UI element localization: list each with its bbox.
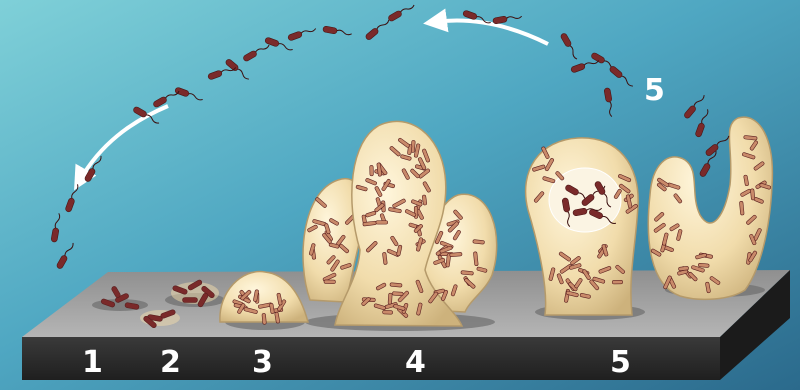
embedded-bacterium bbox=[450, 252, 462, 257]
embedded-bacterium bbox=[678, 266, 688, 271]
stage-label-3: 3 bbox=[252, 345, 273, 380]
stage-label-1: 1 bbox=[82, 345, 103, 380]
stage-label-2: 2 bbox=[160, 345, 181, 380]
embedded-bacterium bbox=[698, 263, 709, 267]
stage-label-5: 5 bbox=[610, 345, 631, 380]
embedded-bacterium bbox=[382, 310, 392, 314]
bacterium bbox=[183, 298, 198, 303]
embedded-bacterium bbox=[376, 221, 388, 225]
embedded-bacterium bbox=[370, 165, 374, 175]
embedded-bacterium bbox=[750, 189, 755, 200]
embedded-bacterium bbox=[390, 283, 402, 288]
dispersal-stage-label: 5 bbox=[644, 73, 665, 108]
embedded-bacterium bbox=[262, 313, 266, 324]
embedded-bacterium bbox=[324, 280, 336, 284]
embedded-bacterium bbox=[388, 293, 392, 304]
stage-label-4: 4 bbox=[405, 345, 426, 380]
embedded-bacterium bbox=[612, 280, 623, 284]
embedded-bacterium bbox=[461, 271, 474, 276]
embedded-bacterium bbox=[392, 292, 403, 296]
